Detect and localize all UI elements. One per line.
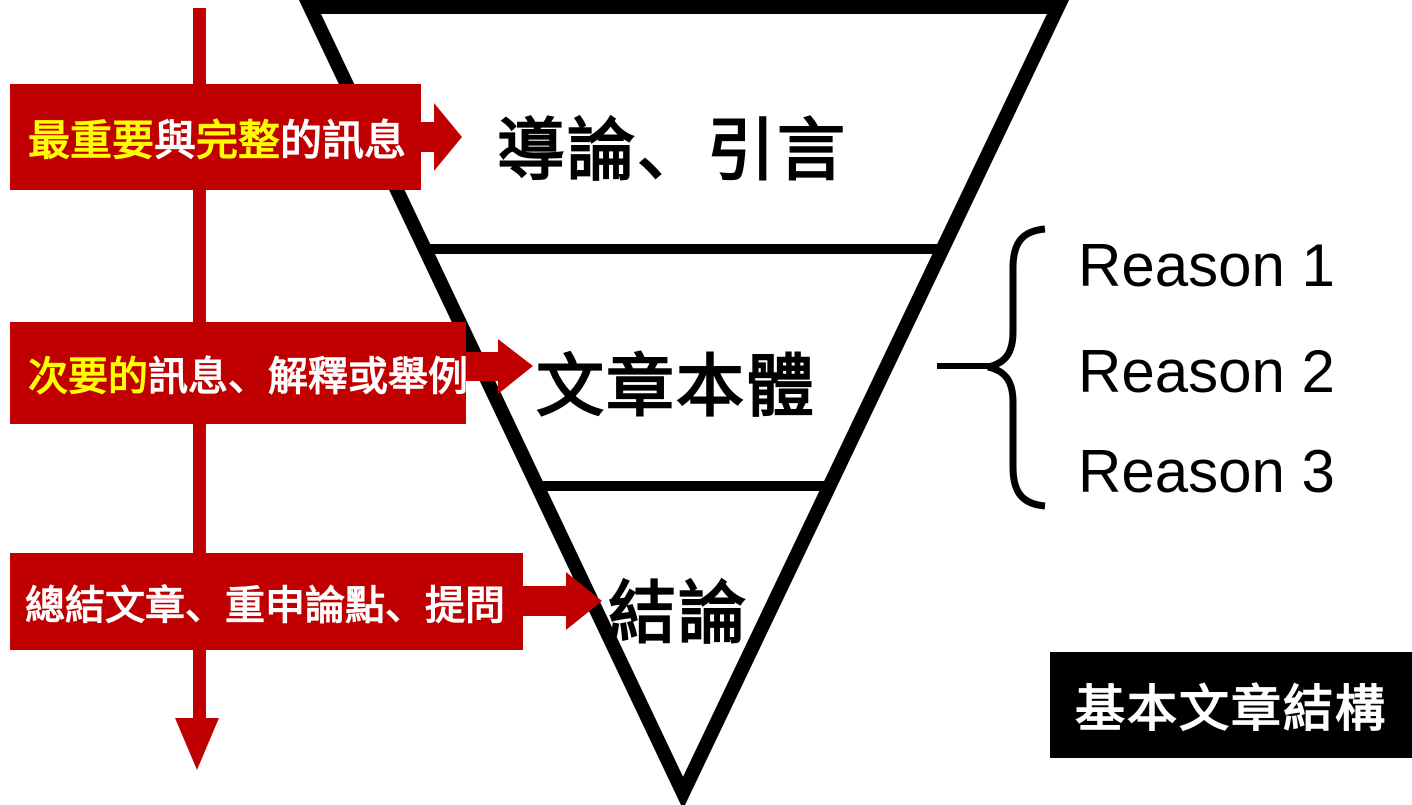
reason-item-1: Reason 1 xyxy=(1078,232,1335,299)
annotation-text-segment: 完整 xyxy=(196,116,281,164)
diagram-title-box: 基本文章結構 xyxy=(1050,652,1412,758)
annotation-secondary-info: 次要的訊息、解釋或舉例 xyxy=(10,322,468,424)
annotation-text-segment: 的訊息 xyxy=(280,116,407,164)
annotation-text-segment: 次要的 xyxy=(28,355,148,399)
reason-item-3: Reason 3 xyxy=(1078,438,1335,505)
annotation-text-segment: 總結文章、重申論點、提問 xyxy=(25,583,505,628)
pyramid-section-conclusion: 結論 xyxy=(607,576,749,652)
annotation-most-important-info: 最重要與完整的訊息 xyxy=(10,84,421,190)
diagram-title: 基本文章結構 xyxy=(1075,681,1387,737)
inverted-triangle-outline xyxy=(298,0,1070,805)
annotation-text-segment: 與 xyxy=(154,116,197,164)
annotation-text-segment: 最重要 xyxy=(28,116,155,164)
curly-brace-icon xyxy=(987,225,1046,510)
annotation-conclusion-info: 總結文章、重申論點、提問 xyxy=(10,553,523,650)
annotation-text-segment: 訊息、解釋或舉例 xyxy=(148,355,468,399)
pyramid-section-introduction: 導論、引言 xyxy=(496,113,848,189)
reason-item-2: Reason 2 xyxy=(1078,338,1335,405)
pyramid-section-body: 文章本體 xyxy=(535,349,817,425)
